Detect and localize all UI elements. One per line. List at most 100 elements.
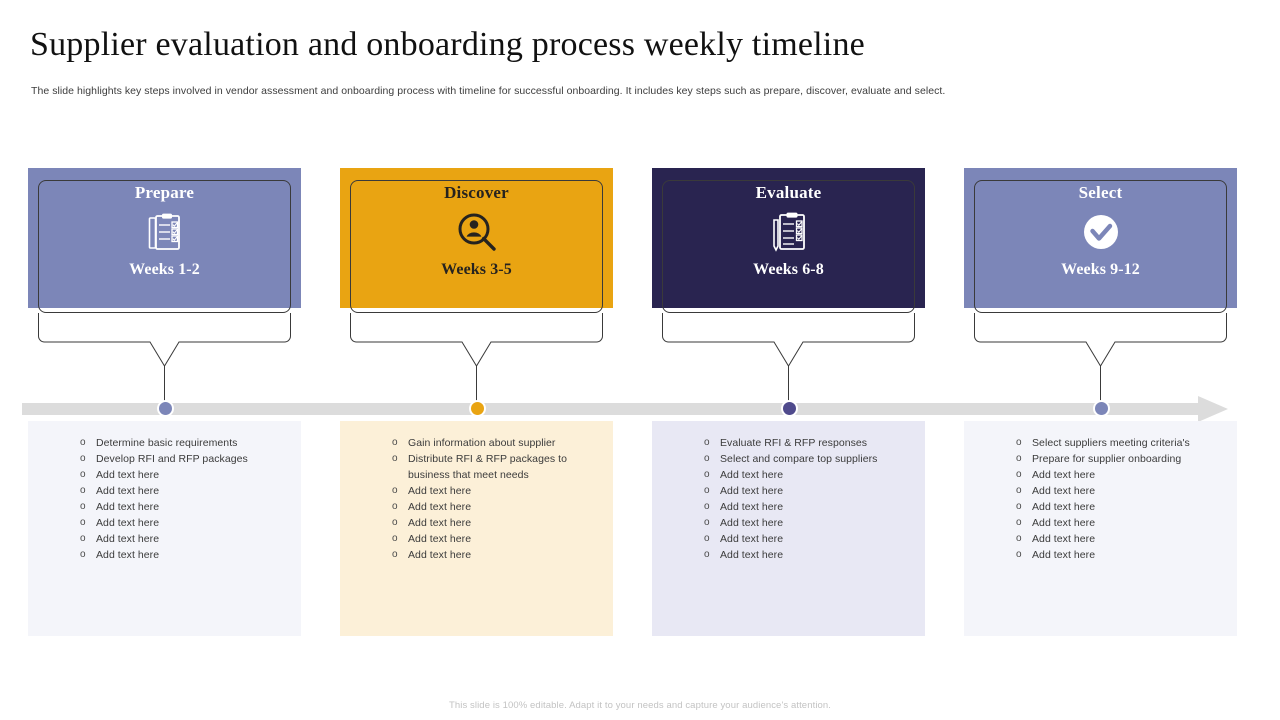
bullet-text: Add text here xyxy=(96,533,160,545)
bullet-marker-icon: o xyxy=(392,549,398,560)
stage-connector-evaluate xyxy=(652,308,925,411)
bullet-marker-icon: o xyxy=(704,501,710,512)
stage-title-select: Select xyxy=(1078,183,1123,202)
bullet-text: Add text here xyxy=(720,501,784,513)
bullet-marker-icon: o xyxy=(1016,549,1022,560)
bullet-text: Add text here xyxy=(1032,485,1096,497)
bullet-text: Add text here xyxy=(720,533,784,545)
list-item[interactable]: o Add text here xyxy=(80,531,289,547)
bullet-text: Add text here xyxy=(1032,469,1096,481)
bullet-marker-icon: o xyxy=(704,469,710,480)
timeline-arrow-icon xyxy=(1198,396,1228,422)
bullet-marker-icon: o xyxy=(392,437,398,448)
bullet-text: Add text here xyxy=(408,533,472,545)
stage-card-background-discover xyxy=(340,168,613,308)
stage-title-prepare: Prepare xyxy=(134,183,195,202)
bullet-marker-icon: o xyxy=(80,549,86,560)
bullet-marker-icon: o xyxy=(80,517,86,528)
stage-connector-discover xyxy=(340,308,613,411)
bullet-text: Add text here xyxy=(1032,501,1096,513)
timeline-node-prepare[interactable] xyxy=(157,400,174,417)
timeline-node-evaluate[interactable] xyxy=(781,400,798,417)
bullet-text: Add text here xyxy=(720,517,784,529)
stage-title-discover: Discover xyxy=(444,183,509,202)
bullet-text: Add text here xyxy=(96,469,160,481)
stage-card-background-prepare xyxy=(28,168,301,308)
list-item[interactable]: o Gain information about supplier xyxy=(392,435,601,451)
list-item[interactable]: o Add text here xyxy=(1016,467,1225,483)
bullet-text: Gain information about supplier xyxy=(408,437,556,449)
bullet-text: Add text here xyxy=(1032,549,1096,561)
list-item[interactable]: o Add text here xyxy=(1016,499,1225,515)
list-item[interactable]: o Add text here xyxy=(1016,547,1225,563)
bullet-text: Add text here xyxy=(96,501,160,513)
clipboard-checklist-icon xyxy=(148,211,182,253)
stage-weeks-select: Weeks 9-12 xyxy=(1061,261,1140,278)
bullet-marker-icon: o xyxy=(704,453,710,464)
timeline-node-select[interactable] xyxy=(1093,400,1110,417)
bullet-text: Distribute RFI & RFP packages to busines… xyxy=(408,453,567,481)
stage-weeks-prepare: Weeks 1-2 xyxy=(129,261,200,278)
bullet-marker-icon: o xyxy=(704,485,710,496)
stage-title-evaluate: Evaluate xyxy=(755,183,822,202)
bullet-text: Develop RFI and RFP packages xyxy=(96,453,248,465)
bullet-text: Select suppliers meeting criteria's xyxy=(1032,437,1190,449)
bullet-text: Evaluate RFI & RFP responses xyxy=(720,437,868,449)
bullet-marker-icon: o xyxy=(1016,469,1022,480)
list-item[interactable]: o Develop RFI and RFP packages xyxy=(80,451,289,467)
page-title: Supplier evaluation and onboarding proce… xyxy=(30,26,865,63)
bullet-text: Determine basic requirements xyxy=(96,437,238,449)
bullet-marker-icon: o xyxy=(1016,501,1022,512)
list-item[interactable]: o Add text here xyxy=(704,499,913,515)
bullet-text: Add text here xyxy=(408,485,472,497)
bullet-marker-icon: o xyxy=(1016,517,1022,528)
stage-connector-prepare xyxy=(28,308,301,411)
bullet-text: Select and compare top suppliers xyxy=(720,453,878,465)
bullet-marker-icon: o xyxy=(392,453,398,464)
timeline-node-discover[interactable] xyxy=(469,400,486,417)
stage-weeks-discover: Weeks 3-5 xyxy=(441,261,512,278)
list-item[interactable]: o Add text here xyxy=(704,515,913,531)
clipboard-pen-icon xyxy=(771,211,807,253)
bullet-marker-icon: o xyxy=(704,517,710,528)
bullet-marker-icon: o xyxy=(80,533,86,544)
bullet-marker-icon: o xyxy=(704,549,710,560)
check-circle-icon xyxy=(1081,211,1121,253)
stage-weeks-evaluate: Weeks 6-8 xyxy=(753,261,824,278)
list-item[interactable]: o Select and compare top suppliers xyxy=(704,451,913,467)
list-item[interactable]: o Add text here xyxy=(80,515,289,531)
bullet-marker-icon: o xyxy=(80,453,86,464)
bullet-text: Add text here xyxy=(96,517,160,529)
page-subtitle: The slide highlights key steps involved … xyxy=(31,85,946,97)
bullet-text: Add text here xyxy=(408,517,472,529)
list-item[interactable]: o Distribute RFI & RFP packages to busine… xyxy=(392,451,601,483)
list-item[interactable]: o Add text here xyxy=(80,547,289,563)
bullet-marker-icon: o xyxy=(392,501,398,512)
bullet-text: Add text here xyxy=(96,549,160,561)
